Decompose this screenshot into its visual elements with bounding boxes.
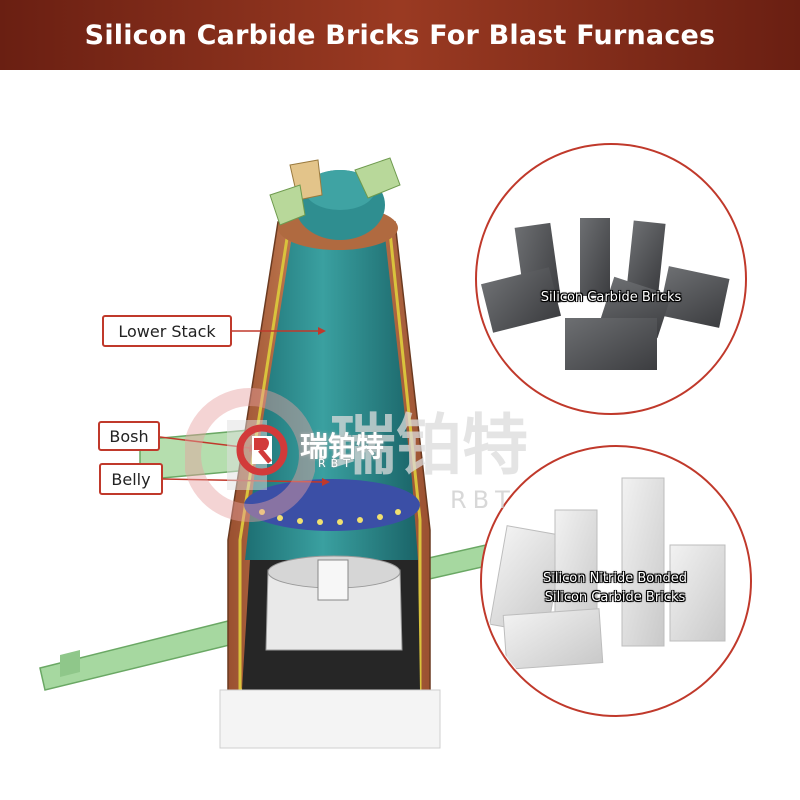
label-silicon-nitride-bonded-line2: Silicon Carbide Bricks — [544, 590, 686, 605]
watermark-small-logo-icon — [236, 424, 288, 476]
watermark-chinese-small: 瑞铂特 — [300, 430, 385, 463]
page-title: Silicon Carbide Bricks For Blast Furnace… — [84, 19, 716, 51]
label-silicon-carbide-bricks: Silicon Carbide Bricks — [540, 290, 682, 305]
product-circle-silicon-nitride-bonded — [480, 445, 752, 717]
leader-lower-stack — [232, 327, 326, 335]
callout-bosh: Bosh — [98, 421, 160, 451]
callout-belly: Belly — [99, 463, 163, 495]
watermark-logo-icon — [185, 388, 315, 522]
watermark-latin-small: RBT — [318, 457, 355, 470]
tuyere-ring — [244, 479, 420, 531]
label-silicon-nitride-bonded-line1: Silicon Nitride Bonded — [543, 571, 687, 586]
product-circle-silicon-carbide — [475, 143, 747, 415]
watermark-chinese-large: 瑞铂特 — [330, 407, 528, 484]
title-banner: Silicon Carbide Bricks For Blast Furnace… — [0, 0, 800, 70]
callout-lower-stack: Lower Stack — [102, 315, 232, 347]
watermark-latin-large: RBT — [450, 486, 516, 514]
pipe-left — [39, 429, 252, 691]
furnace-lining — [245, 236, 418, 560]
